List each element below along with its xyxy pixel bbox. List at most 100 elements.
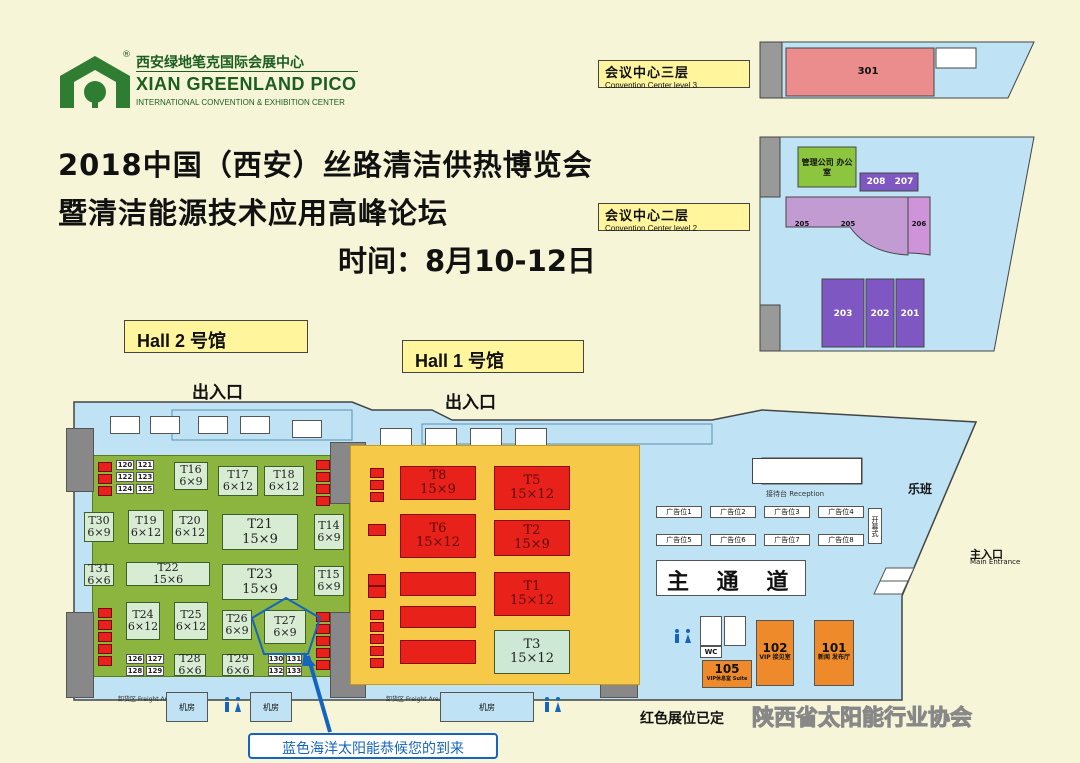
- booth-size: 6×12: [222, 480, 254, 493]
- booth-h1-a: [400, 572, 476, 596]
- booth-id: T18: [273, 468, 295, 481]
- small-booth: 125: [136, 484, 154, 494]
- small-booth: 133: [286, 666, 302, 676]
- small-booth: 121: [136, 460, 154, 470]
- event-title: 2018中国（西安）丝路清洁供热博览会: [58, 148, 593, 182]
- booth-size: 6×12: [127, 620, 159, 633]
- room-201: 201: [900, 309, 920, 319]
- room-small-2: [724, 616, 746, 646]
- logo-chinese: 西安绿地笔克国际会展中心: [136, 55, 304, 71]
- sold-small-booth: [370, 622, 384, 632]
- restroom-icon: [225, 697, 241, 712]
- main-aisle: 主 通 道: [656, 560, 806, 596]
- ad-spot-3: 广告位3: [764, 506, 810, 518]
- convention-level-3-plan: 301: [758, 40, 1036, 100]
- room-label: 新闻 发布厅: [817, 654, 851, 661]
- booth-id: T28: [179, 652, 201, 665]
- restroom-icon: [545, 697, 561, 712]
- level-2-en: Convention Center level 2: [605, 224, 698, 233]
- sold-small-booth: [98, 644, 112, 654]
- booth-size: 6×9: [225, 624, 249, 637]
- booth-size: 15×12: [416, 535, 460, 550]
- hall-1-label: Hall 1 号馆: [402, 340, 584, 373]
- green-logo-icon: [60, 56, 130, 108]
- room-wc: WC: [700, 646, 722, 658]
- booth-size: 15×12: [510, 651, 554, 666]
- booth-size: 6×9: [273, 626, 297, 639]
- sold-small-booth: [316, 472, 330, 482]
- freight-area-2: 卸货区 Freight Area: [386, 696, 443, 703]
- booth-size: 6×12: [175, 620, 207, 633]
- sold-small-booth: [316, 484, 330, 494]
- booth-id: T14: [318, 519, 340, 532]
- booth-size: 15×12: [510, 487, 554, 502]
- sold-small-booth: [316, 660, 330, 670]
- sold-small-booth: [370, 492, 384, 502]
- event-time: 时间：8月10-12日: [338, 244, 596, 278]
- small-booth: 127: [146, 654, 164, 664]
- ad-spot-1: 广告位1: [656, 506, 702, 518]
- booth-size: 15×9: [242, 532, 278, 547]
- booth-id: T24: [132, 608, 154, 621]
- room-203: 203: [833, 309, 853, 319]
- restroom-icon: [675, 629, 691, 643]
- machine-room-3: 机房: [440, 692, 534, 722]
- booth-size: 15×9: [420, 482, 456, 497]
- sold-small-booth: [98, 474, 112, 484]
- stairs-icon: [873, 567, 915, 595]
- booth-id: T5: [523, 473, 541, 488]
- sold-small-booth: [98, 608, 112, 618]
- booth-id: T1: [523, 579, 541, 594]
- booth-size: 15×12: [510, 593, 554, 608]
- room-office: 管理公司 办公室: [801, 158, 853, 177]
- booth-size: 6×6: [178, 664, 202, 677]
- sold-small-booth: [370, 610, 384, 620]
- booth-id: T30: [88, 514, 110, 527]
- booth-size: 15×6: [152, 573, 184, 586]
- sold-small-booth: [368, 586, 386, 598]
- sold-small-booth: [368, 574, 386, 586]
- sold-small-booth: [370, 468, 384, 478]
- logo-subtitle: INTERNATIONAL CONVENTION & EXHIBITION CE…: [136, 98, 345, 107]
- room-small-1: [700, 616, 722, 646]
- booth-h1-c: [400, 640, 476, 664]
- booth-size: 6×12: [268, 480, 300, 493]
- door-3: [198, 416, 228, 434]
- room-label: VIP 接见室: [759, 654, 791, 661]
- registered-mark: ®: [122, 50, 131, 60]
- booth-id: T29: [227, 652, 249, 665]
- sold-small-booth: [316, 496, 330, 506]
- hall-2-label: Hall 2 号馆: [124, 320, 308, 353]
- entrance-label-2: 出入口: [445, 393, 496, 413]
- convention-level-2-plan: 管理公司 办公室 208 207 205 205 206 203 202 201: [758, 135, 1036, 353]
- small-booth: 124: [116, 484, 134, 494]
- booth-id: T15: [318, 568, 340, 581]
- room-205a: 205: [794, 220, 810, 228]
- machine-room-1: 机房: [166, 692, 208, 722]
- room-207: 207: [894, 177, 914, 187]
- booth-size: 15×9: [242, 582, 278, 597]
- opening-ceremony: 开幕式: [868, 508, 882, 544]
- sold-small-booth: [98, 486, 112, 496]
- booth-size: 6×9: [87, 526, 111, 539]
- sold-small-booth: [370, 480, 384, 490]
- sold-small-booth: [98, 632, 112, 642]
- pillar-1: [66, 428, 94, 492]
- pillar-2: [66, 612, 94, 698]
- door-2: [150, 416, 180, 434]
- reception-label: 接待台 Reception: [766, 490, 825, 498]
- booth-size: 6×9: [179, 475, 203, 488]
- convention-level-3-label: 会议中心三层 Convention Center level 3: [598, 60, 750, 90]
- sold-small-booth: [98, 462, 112, 472]
- sold-small-booth: [98, 656, 112, 666]
